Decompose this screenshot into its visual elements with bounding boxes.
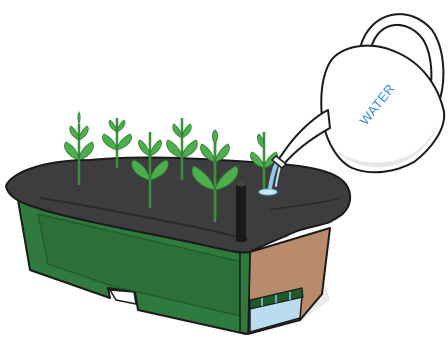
planter-side-wall	[240, 252, 250, 334]
watering-can-spout	[278, 110, 330, 164]
watering-can: WATER	[272, 14, 444, 172]
water-splash	[259, 189, 277, 195]
fill-tube	[236, 182, 246, 243]
planter-feet-notch	[110, 290, 136, 304]
